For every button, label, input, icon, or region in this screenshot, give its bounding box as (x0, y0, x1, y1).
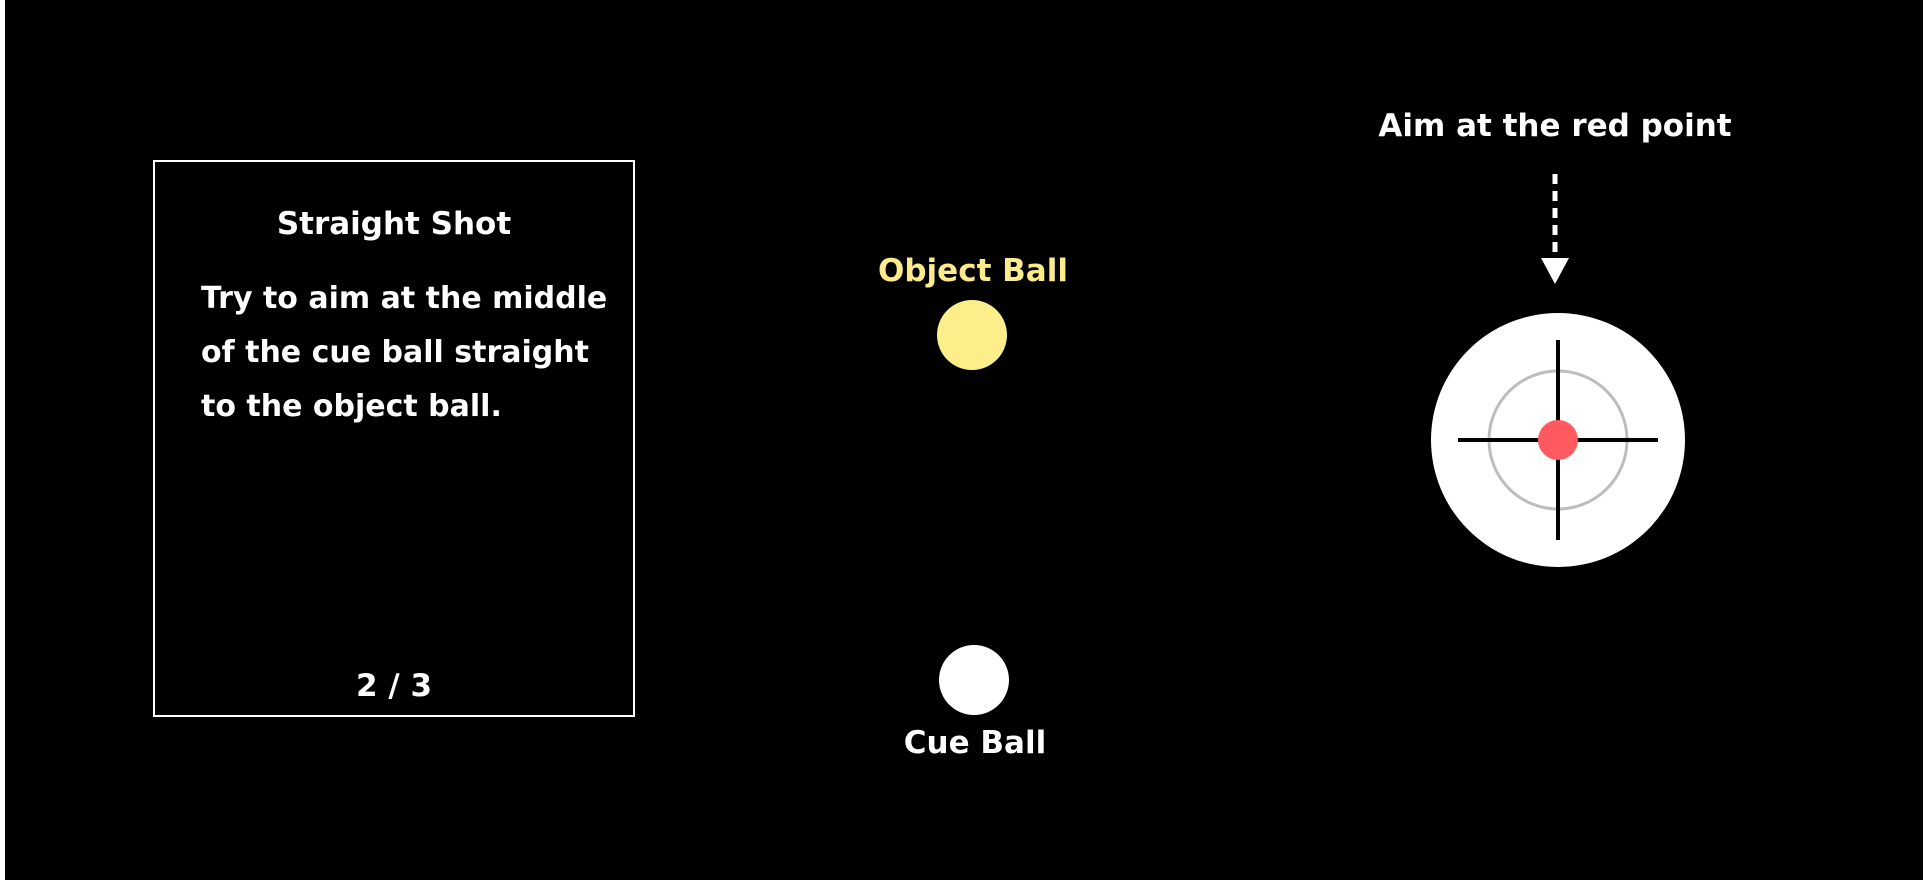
cue-ball-label: Cue Ball (903, 725, 1047, 761)
aim-instruction-label: Aim at the red point (1378, 108, 1732, 144)
cue-ball (939, 645, 1009, 715)
card-body-text: Try to aim at the middle of the cue ball… (201, 281, 608, 424)
card-title: Straight Shot (276, 206, 512, 242)
instruction-card: Straight Shot Try to aim at the middle o… (153, 160, 635, 717)
red-aim-point[interactable] (1538, 420, 1578, 460)
cue-ball-aim-target[interactable] (1430, 312, 1686, 568)
arrow-down-icon (1541, 174, 1569, 284)
game-screen: Straight Shot Try to aim at the middle o… (5, 0, 1923, 880)
card-page-indicator: 2 / 3 (355, 668, 433, 704)
object-ball (937, 300, 1007, 370)
object-ball-label: Object Ball (878, 253, 1068, 289)
